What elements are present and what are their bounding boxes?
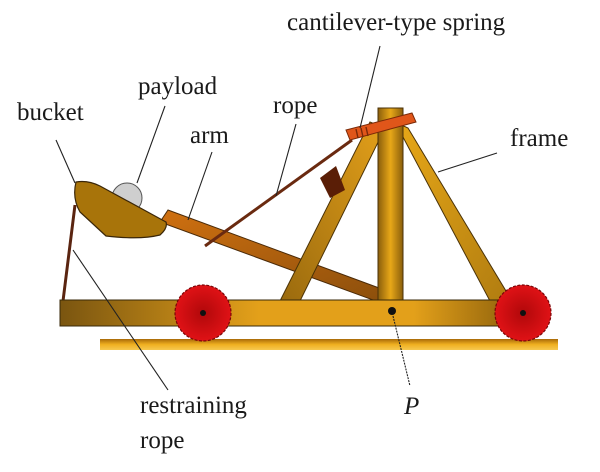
- spring-coils: [355, 126, 369, 139]
- rope: [204, 138, 353, 248]
- ground-strip: [100, 339, 558, 350]
- trigger-block: [320, 166, 345, 198]
- wheel-left: [174, 284, 232, 342]
- frame-right-leg: [393, 120, 513, 302]
- label-arm: arm: [190, 122, 229, 149]
- label-frame: frame: [510, 125, 568, 152]
- leader-frame: [437, 152, 498, 173]
- restraining-rope: [61, 204, 77, 302]
- wheel-right: [494, 284, 552, 342]
- label-rope: rope: [273, 92, 317, 119]
- frame-post: [377, 107, 404, 303]
- leader-bucket: [55, 139, 76, 184]
- leader-restraining-rope: [72, 249, 169, 391]
- leader-payload: [136, 105, 166, 184]
- label-restraining-line2: rope: [140, 427, 184, 454]
- leader-arm: [187, 151, 213, 221]
- cantilever-spring: [345, 112, 417, 141]
- point-p-marker: [388, 307, 396, 315]
- leader-point-p: [392, 315, 411, 387]
- base-beam: [59, 299, 503, 327]
- label-payload: payload: [138, 73, 218, 100]
- label-point-p: P: [403, 393, 419, 420]
- leader-rope: [275, 123, 297, 197]
- leader-spring: [359, 45, 381, 129]
- label-restraining-line1: restraining: [140, 392, 247, 419]
- bucket: [74, 180, 167, 239]
- label-bucket: bucket: [17, 99, 84, 126]
- label-cantilever-spring: cantilever-type spring: [287, 9, 506, 36]
